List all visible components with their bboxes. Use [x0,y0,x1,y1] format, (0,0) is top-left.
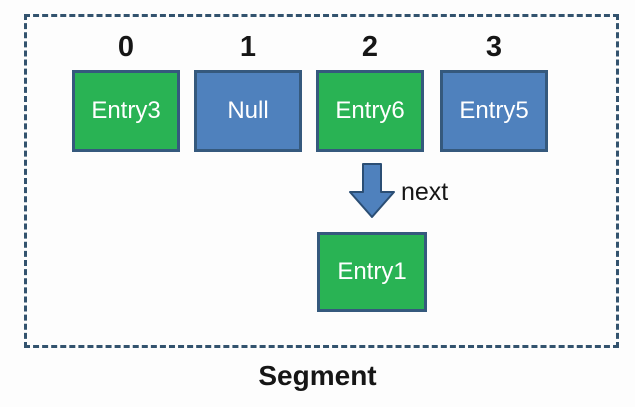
next-arrow-icon [349,163,395,218]
bucket-slot-entry5: Entry5 [440,70,548,152]
segment-boundary: 0 1 2 3 Entry3 Null Entry6 Entry5 next E… [24,14,619,348]
next-pointer-label: next [401,178,449,206]
bucket-slot-entry6: Entry6 [316,70,424,152]
bucket-index-1: 1 [239,31,257,63]
chained-entry-box-entry1: Entry1 [317,232,427,312]
bucket-slot-null: Null [194,70,302,152]
bucket-index-2: 2 [361,31,379,63]
bucket-index-0: 0 [117,31,135,63]
bucket-index-3: 3 [485,31,503,63]
bucket-slot-entry3: Entry3 [72,70,180,152]
segment-caption: Segment [258,360,377,391]
